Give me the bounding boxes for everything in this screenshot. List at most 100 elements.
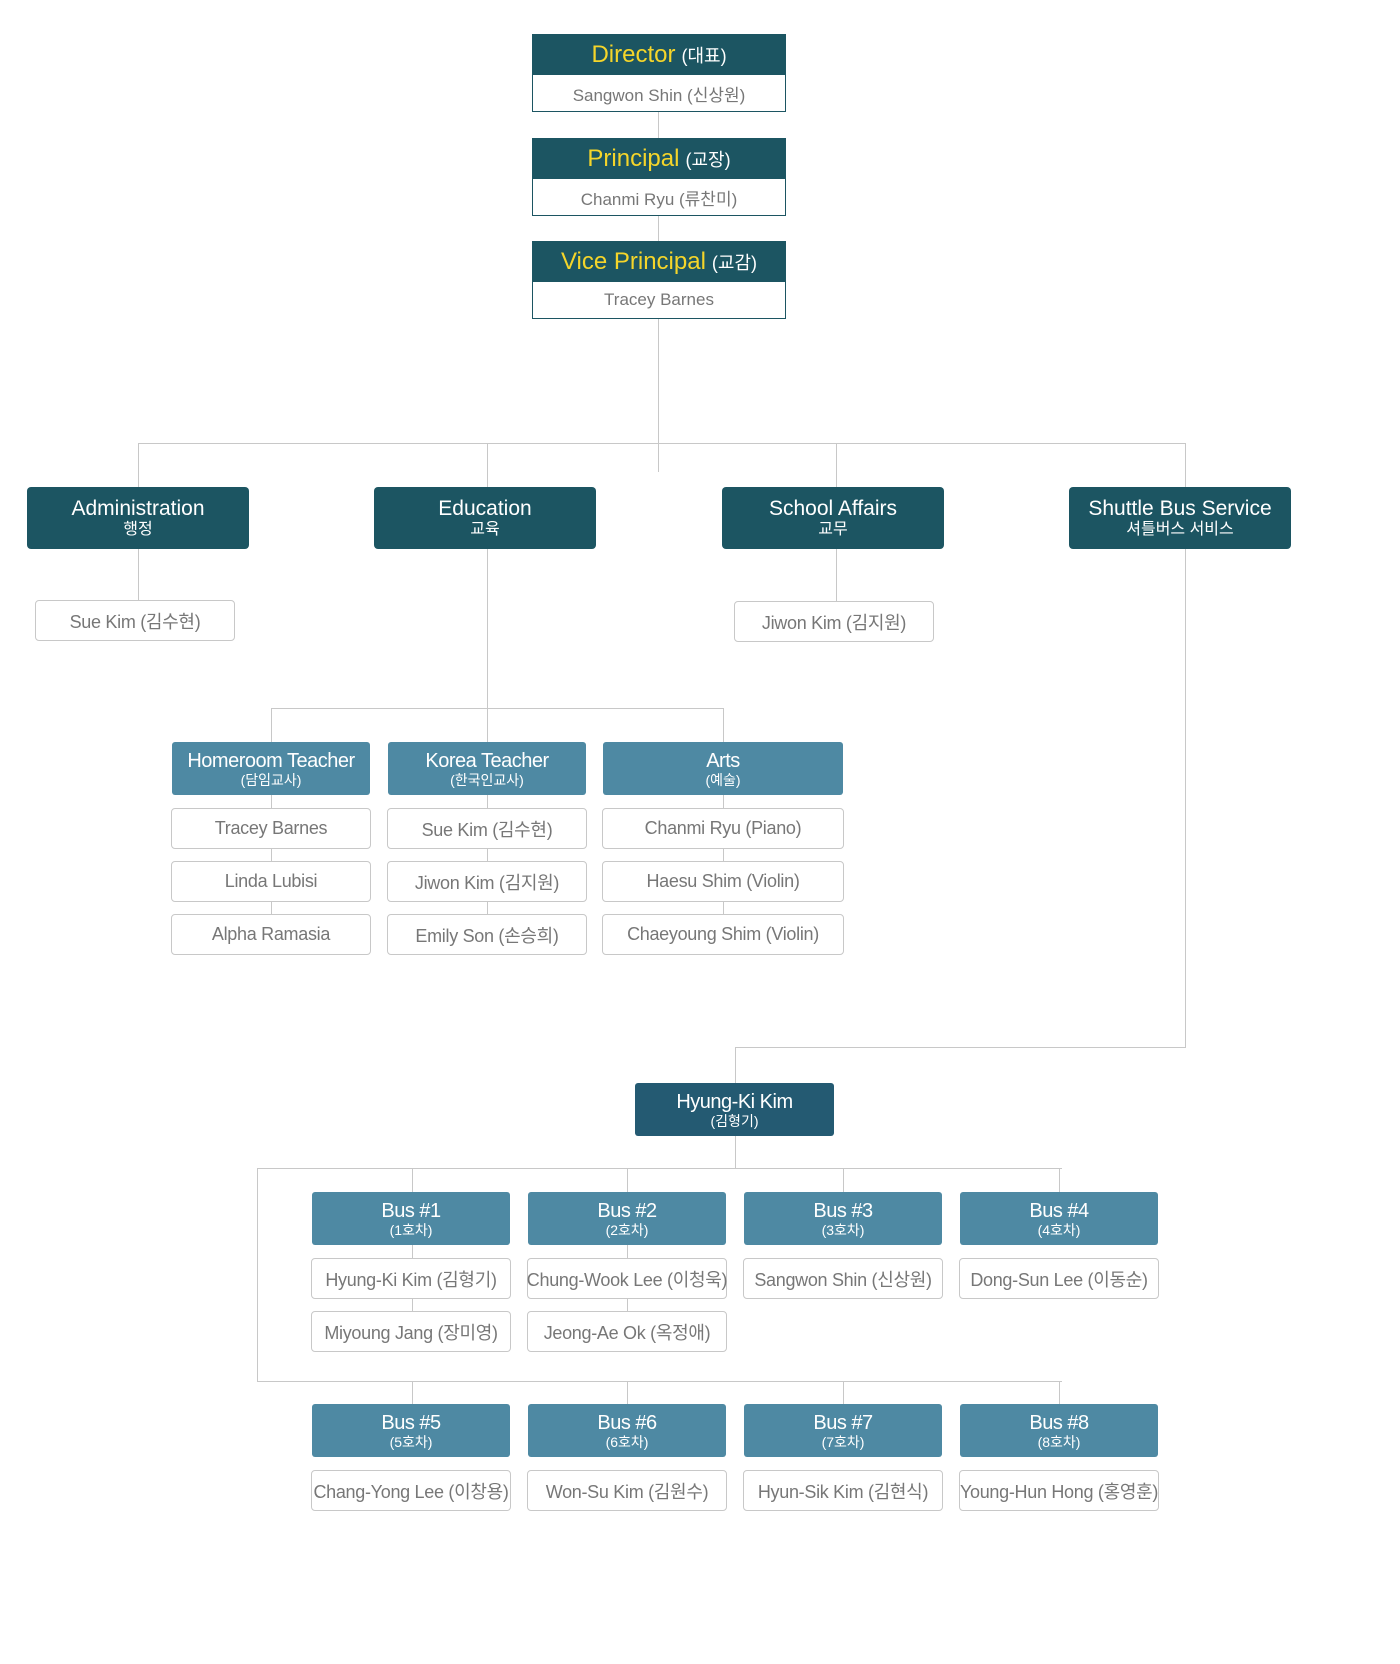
bus-member: Jeong-Ae Ok (옥정애) xyxy=(527,1311,727,1352)
education-group-korea-teacher: Korea Teacher(한국인교사) xyxy=(388,742,586,795)
bus-member: Won-Su Kim (김원수) xyxy=(527,1470,727,1511)
connector-education-down xyxy=(487,549,488,709)
bus-header-bus-4: Bus #4(4호차) xyxy=(960,1192,1158,1245)
bus-title-ko: (1호차) xyxy=(389,1221,433,1238)
school-affairs-member: Jiwon Kim (김지원) xyxy=(734,601,934,642)
bus-header-bus-7: Bus #7(7호차) xyxy=(744,1404,942,1457)
department-title: Education xyxy=(438,497,532,520)
department-title-ko: 행정 xyxy=(123,521,153,538)
connector-lead-down xyxy=(735,1136,736,1169)
department-title-ko: 교육 xyxy=(470,521,500,538)
connector-edu-group-1 xyxy=(487,708,488,742)
bus-member: Dong-Sun Lee (이동순) xyxy=(959,1258,1159,1299)
bus-header-bus-6: Bus #6(6호차) xyxy=(528,1404,726,1457)
connector-bus-left xyxy=(257,1168,258,1382)
connector-bus-row2 xyxy=(257,1381,1062,1382)
director-person: Sangwon Shin (신상원) xyxy=(532,74,786,112)
principal-title-box: Principal(교장) xyxy=(532,138,786,179)
connector-edu-group-0 xyxy=(271,708,272,742)
connector-bus-bottom-5 xyxy=(412,1381,413,1404)
bus-title: Bus #2 xyxy=(597,1199,657,1222)
education-member: Linda Lubisi xyxy=(171,861,371,902)
department-title: School Affairs xyxy=(768,497,898,520)
department-title: Administration xyxy=(71,497,205,520)
connector-dept-1 xyxy=(487,443,488,487)
education-member: Jiwon Kim (김지원) xyxy=(387,861,587,902)
education-member: Tracey Barnes xyxy=(171,808,371,849)
bus-title: Bus #6 xyxy=(597,1411,657,1434)
connector-bus-row1 xyxy=(257,1168,1062,1169)
group-title-ko: (예술) xyxy=(705,771,741,788)
connector-bus-bottom-6 xyxy=(627,1381,628,1404)
bus-title: Bus #5 xyxy=(381,1411,441,1434)
bus-title: Bus #3 xyxy=(813,1199,873,1222)
vice-principal-title-ko: (교감) xyxy=(711,252,758,273)
bus-header-bus-3: Bus #3(3호차) xyxy=(744,1192,942,1245)
connector-admin-member xyxy=(138,549,139,600)
bus-title: Bus #8 xyxy=(1029,1411,1089,1434)
bus-title: Bus #4 xyxy=(1029,1199,1089,1222)
connector-education-groups xyxy=(271,708,724,709)
bus-member: Young-Hun Hong (홍영훈) xyxy=(959,1470,1159,1511)
education-member: Chanmi Ryu (Piano) xyxy=(602,808,844,849)
connector-bus-bottom-8 xyxy=(1059,1381,1060,1404)
principal-person: Chanmi Ryu (류찬미) xyxy=(532,178,786,216)
education-member: Sue Kim (김수현) xyxy=(387,808,587,849)
department-title-ko: 셔틀버스 서비스 xyxy=(1126,521,1234,538)
connector-bus-top-1 xyxy=(412,1168,413,1192)
connector-dept-3 xyxy=(1185,443,1186,487)
connector-bus-bottom-7 xyxy=(843,1381,844,1404)
bus-title-ko: (2호차) xyxy=(605,1221,649,1238)
connector-bus-top-2 xyxy=(627,1168,628,1192)
group-title: Korea Teacher xyxy=(425,749,549,772)
bus-title-ko: (3호차) xyxy=(821,1221,865,1238)
education-member: Chaeyoung Shim (Violin) xyxy=(602,914,844,955)
group-title-ko: (한국인교사) xyxy=(450,771,524,788)
bus-title-ko: (7호차) xyxy=(821,1433,865,1450)
vice-principal-title: Vice Principal xyxy=(560,247,706,275)
bus-member: Chung-Wook Lee (이청욱) xyxy=(527,1258,728,1299)
connector-shuttle-across xyxy=(735,1047,1186,1048)
director-title: Director xyxy=(591,40,676,68)
connector-bus-top-4 xyxy=(1059,1168,1060,1192)
connector-dept-0 xyxy=(138,443,139,487)
administration-member: Sue Kim (김수현) xyxy=(35,600,235,641)
shuttle-lead-name: Hyung-Ki Kim xyxy=(676,1090,793,1113)
department-title: Shuttle Bus Service xyxy=(1088,497,1272,520)
bus-header-bus-1: Bus #1(1호차) xyxy=(312,1192,510,1245)
bus-member: Sangwon Shin (신상원) xyxy=(743,1258,943,1299)
group-title: Arts xyxy=(706,749,740,772)
bus-header-bus-5: Bus #5(5호차) xyxy=(312,1404,510,1457)
bus-member: Chang-Yong Lee (이창용) xyxy=(311,1470,511,1511)
director-title-box: Director(대표) xyxy=(532,34,786,75)
education-group-homeroom-teacher: Homeroom Teacher(담임교사) xyxy=(172,742,370,795)
principal-title-ko: (교장) xyxy=(685,149,731,170)
bus-title: Bus #7 xyxy=(813,1411,873,1434)
connector-shuttle-lead xyxy=(735,1047,736,1083)
bus-title: Bus #1 xyxy=(381,1199,441,1222)
connector-affairs-member xyxy=(836,549,837,601)
connector-bus-top-3 xyxy=(843,1168,844,1192)
shuttle-lead-name-ko: (김형기) xyxy=(710,1112,759,1129)
department-title-ko: 교무 xyxy=(818,521,848,538)
connector-dept-2 xyxy=(836,443,837,487)
group-title-ko: (담임교사) xyxy=(240,771,302,788)
vice-principal-person: Tracey Barnes xyxy=(532,281,786,319)
director-title-ko: (대표) xyxy=(681,45,727,66)
connector-departments xyxy=(138,443,1186,444)
bus-title-ko: (6호차) xyxy=(605,1433,649,1450)
bus-member: Hyun-Sik Kim (김현식) xyxy=(743,1470,943,1511)
education-member: Haesu Shim (Violin) xyxy=(602,861,844,902)
group-title: Homeroom Teacher xyxy=(187,749,355,772)
bus-title-ko: (8호차) xyxy=(1037,1433,1081,1450)
education-member: Emily Son (손승희) xyxy=(387,914,587,955)
connector-shuttle-down xyxy=(1185,549,1186,1048)
bus-member: Hyung-Ki Kim (김형기) xyxy=(311,1258,511,1299)
education-group-arts: Arts(예술) xyxy=(603,742,843,795)
vice-principal-title-box: Vice Principal(교감) xyxy=(532,241,786,282)
